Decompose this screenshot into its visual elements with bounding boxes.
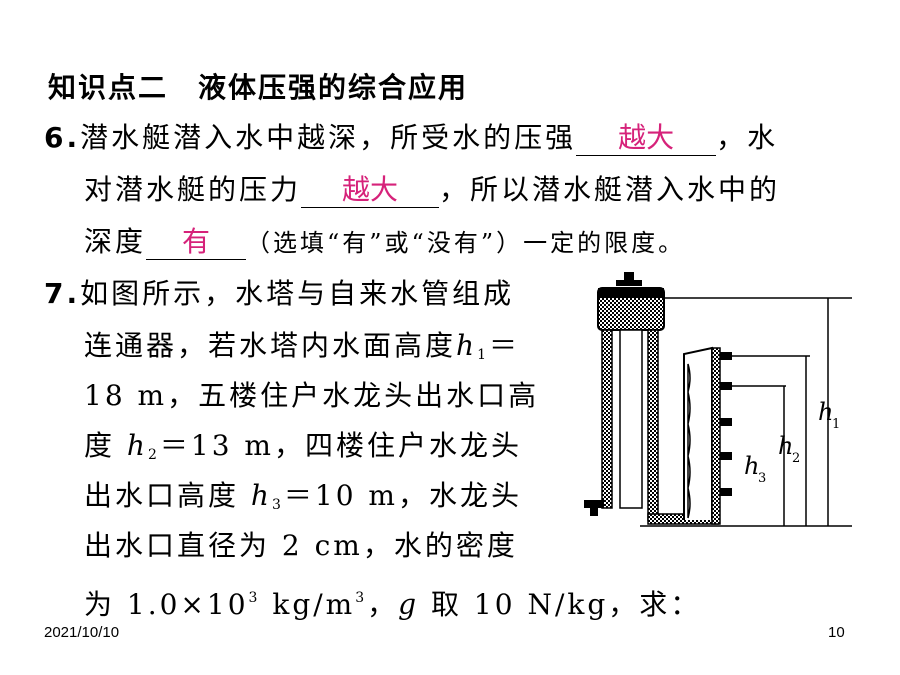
q6-line-1: 6.潜水艇潜入水中越深，所受水的压强越大，水 xyxy=(44,118,778,158)
label-h3: h xyxy=(744,452,759,480)
q7-number: 7. xyxy=(44,277,81,310)
q6-text-1a: 潜水艇潜入水中越深，所受水的压强 xyxy=(80,121,577,154)
tower-pipes xyxy=(601,329,659,521)
q7-line-7: 为 1.0×103 kg/m3，g 取 10 N/kg，求： xyxy=(84,578,701,625)
q6-text-2a: 对潜水艇的压力 xyxy=(84,173,302,206)
q6-text-2b: ，所以潜水艇潜入水中的 xyxy=(439,173,781,206)
q6-answer-blank-3: 有 xyxy=(146,225,247,260)
q7-text-7c: ， xyxy=(367,588,399,621)
label-h2-sub: 2 xyxy=(792,451,800,466)
q7-line-3: 18 m，五楼住户水龙头出水口高 xyxy=(84,376,539,416)
q6-number: 6. xyxy=(44,121,81,154)
q7-sup-exp: 3 xyxy=(248,590,261,606)
label-h2: h xyxy=(778,432,793,460)
q6-answer-blank-1: 越大 xyxy=(576,121,717,156)
q7-var-h2: h xyxy=(126,429,148,462)
q6-answer-blank-2: 越大 xyxy=(301,173,440,208)
q7-line-2: 连通器，若水塔内水面高度h1＝ xyxy=(84,326,520,375)
q7-text-3: 18 m，五楼住户水龙头出水口高 xyxy=(84,379,540,412)
q6-line-3: 深度有（选填“有”或“没有”）一定的限度。 xyxy=(84,222,685,263)
q7-sup-unit: 3 xyxy=(355,590,368,606)
label-h1: h xyxy=(818,398,833,426)
q7-sub-2: 2 xyxy=(147,447,160,463)
q7-text-4b: ＝13 m，四楼住户水龙头 xyxy=(159,429,522,462)
q7-line-6: 出水口直径为 2 cm，水的密度 xyxy=(84,526,518,566)
q7-text-7d: 取 10 N/kg，求： xyxy=(419,588,702,621)
bottom-valve-icon xyxy=(584,500,604,516)
q7-line-1: 7.如图所示，水塔与自来水管组成 xyxy=(44,274,514,314)
q6-text-1b: ，水 xyxy=(716,121,779,154)
q7-line-5: 出水口高度 h3＝10 m，水龙头 xyxy=(84,476,522,525)
q7-text-4a: 度 xyxy=(84,429,116,462)
building xyxy=(683,346,721,525)
q7-text-6: 出水口直径为 2 cm，水的密度 xyxy=(84,529,518,562)
q7-text-5b: ＝10 m，水龙头 xyxy=(283,479,522,512)
page-number: 10 xyxy=(828,624,845,641)
q7-text-1: 如图所示，水塔与自来水管组成 xyxy=(80,277,515,310)
q7-text-5a: 出水口高度 xyxy=(84,479,240,512)
q7-text-7b: kg/m xyxy=(260,588,356,621)
footer-date: 2021/10/10 xyxy=(44,624,120,641)
label-h3-sub: 3 xyxy=(758,471,766,486)
q6-text-3a: 深度 xyxy=(84,225,147,258)
q6-line-2: 对潜水艇的压力越大，所以潜水艇潜入水中的 xyxy=(84,170,780,210)
q7-var-g: g xyxy=(398,588,420,621)
section-heading: 知识点二 液体压强的综合应用 xyxy=(48,71,469,104)
q7-text-2b: ＝ xyxy=(488,329,520,362)
height-labels: h 1 h 2 h 3 xyxy=(744,398,840,486)
height-reference-lines xyxy=(640,297,852,527)
q6-text-3b: （选填“有”或“没有”）一定的限度。 xyxy=(246,229,686,257)
q7-var-h1: h xyxy=(456,329,478,362)
water-tower-diagram: h 1 h 2 h 3 xyxy=(584,272,852,527)
q7-line-4: 度 h2＝13 m，四楼住户水龙头 xyxy=(84,426,522,475)
q7-var-h3: h xyxy=(250,479,272,512)
water-tank xyxy=(597,287,665,331)
tower-roof-fixture xyxy=(616,272,642,286)
q7-sub-1: 1 xyxy=(477,347,489,363)
label-h1-sub: 1 xyxy=(832,417,840,432)
q7-sub-3: 3 xyxy=(271,497,284,513)
q7-text-2a: 连通器，若水塔内水面高度 xyxy=(84,329,457,362)
faucet-icons xyxy=(720,352,732,496)
q7-text-7a: 为 1.0×10 xyxy=(84,588,249,621)
